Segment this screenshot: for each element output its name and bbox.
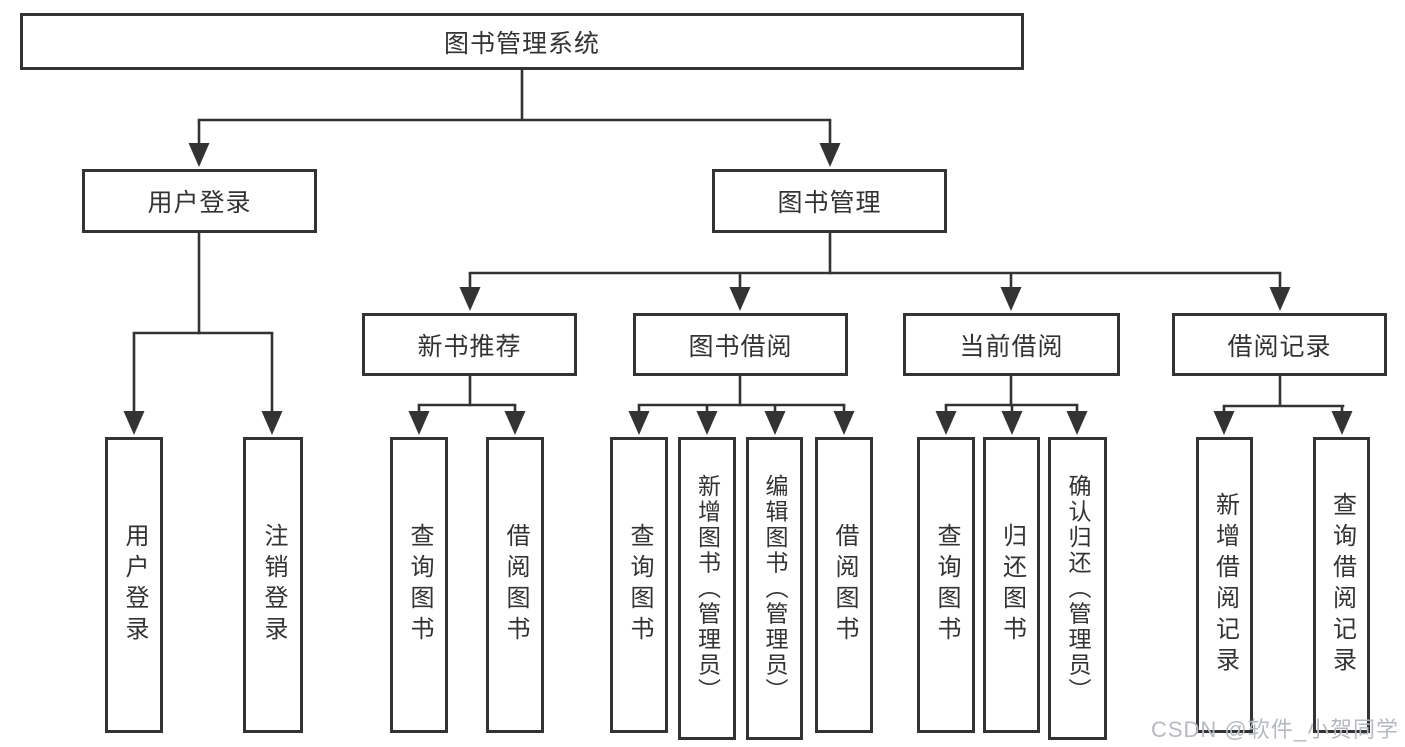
arrowheads bbox=[123, 143, 1353, 435]
node-borrowing-records: 借阅记录 bbox=[1172, 313, 1387, 376]
node-label: 借阅图书 bbox=[502, 523, 529, 647]
leaf-records-add-record: 新增借阅记录 bbox=[1196, 437, 1253, 733]
leaf-borrowing-query-books: 查询图书 bbox=[610, 437, 668, 733]
node-label: 查询图书 bbox=[933, 523, 960, 647]
leaf-recommend-query-books: 查询图书 bbox=[390, 437, 448, 733]
node-library-system: 图书管理系统 bbox=[20, 13, 1024, 70]
node-label: 借阅记录 bbox=[1227, 332, 1332, 361]
node-label: 用户登录 bbox=[121, 523, 148, 647]
node-label: 新增图书（管理员） bbox=[694, 473, 721, 704]
node-label: 查询图书 bbox=[406, 523, 433, 647]
node-book-borrowing: 图书借阅 bbox=[633, 313, 848, 376]
leaf-borrowing-add-books-admin: 新增图书（管理员） bbox=[678, 437, 736, 740]
leaf-user-login: 用户登录 bbox=[105, 437, 163, 733]
leaf-recommend-borrow-books: 借阅图书 bbox=[486, 437, 544, 733]
node-label: 归还图书 bbox=[998, 523, 1026, 647]
node-current-borrowing: 当前借阅 bbox=[903, 313, 1120, 376]
watermark: CSDN @软件_小贺同学 bbox=[1150, 717, 1399, 742]
node-book-management: 图书管理 bbox=[712, 169, 947, 233]
node-label: 新增借阅记录 bbox=[1211, 492, 1239, 678]
leaf-current-return-books: 归还图书 bbox=[983, 437, 1040, 733]
node-label: 确认归还（管理员） bbox=[1065, 473, 1091, 704]
leaf-records-query-record: 查询借阅记录 bbox=[1313, 437, 1370, 733]
leaf-current-query-books: 查询图书 bbox=[917, 437, 975, 733]
node-label: 新书推荐 bbox=[417, 332, 522, 361]
node-label: 当前借阅 bbox=[959, 332, 1064, 361]
leaf-borrowing-borrow-books: 借阅图书 bbox=[815, 437, 873, 733]
node-label: 借阅图书 bbox=[831, 523, 858, 647]
node-label: 编辑图书（管理员） bbox=[762, 473, 788, 704]
leaf-current-confirm-return-admin: 确认归还（管理员） bbox=[1048, 437, 1107, 740]
node-label: 用户登录 bbox=[147, 189, 252, 217]
node-user-login: 用户登录 bbox=[82, 169, 317, 233]
node-label: 图书管理系统 bbox=[443, 29, 600, 58]
node-label: 图书管理 bbox=[777, 189, 882, 217]
node-label: 查询图书 bbox=[626, 523, 653, 647]
node-label: 注销登录 bbox=[260, 523, 287, 647]
leaf-borrowing-edit-books-admin: 编辑图书（管理员） bbox=[746, 437, 803, 740]
node-new-book-recommend: 新书推荐 bbox=[362, 313, 577, 376]
leaf-logout: 注销登录 bbox=[243, 437, 303, 733]
node-label: 查询借阅记录 bbox=[1328, 492, 1356, 678]
node-label: 图书借阅 bbox=[688, 332, 793, 361]
